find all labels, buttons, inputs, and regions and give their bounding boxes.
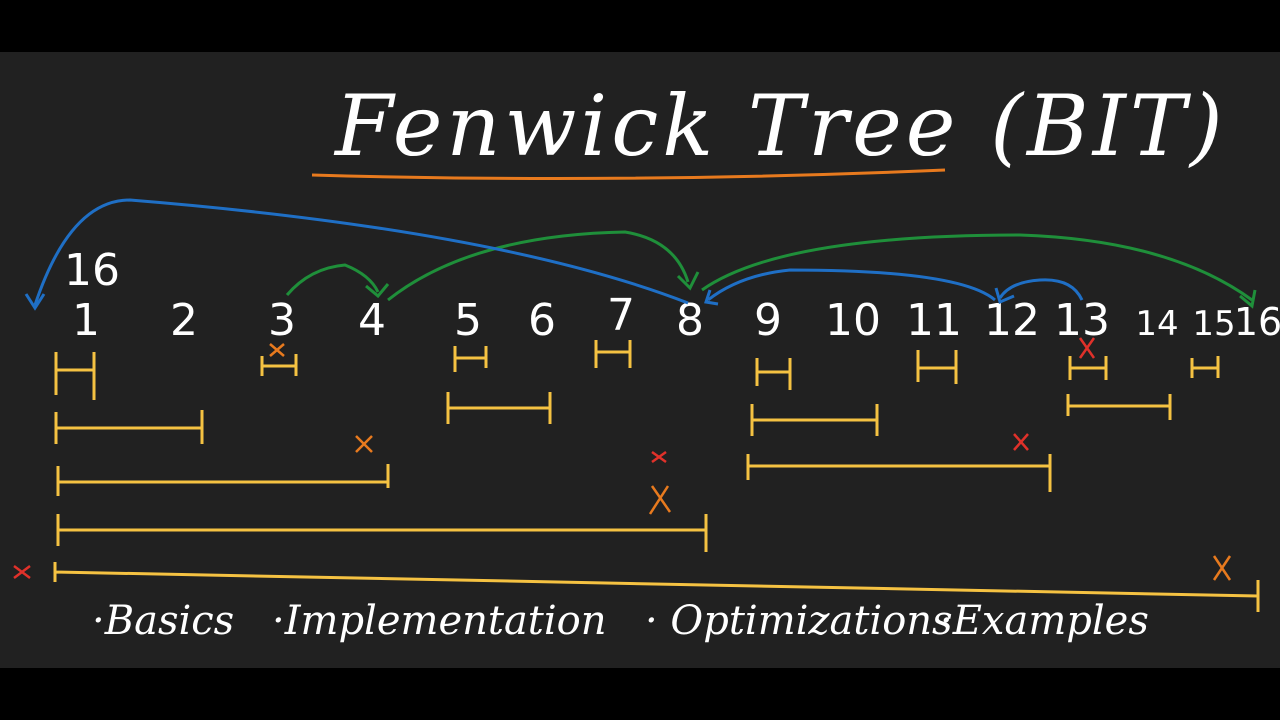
- green-arrowhead-4: [365, 283, 390, 299]
- topic-implementation: ·Implementation: [272, 598, 607, 644]
- range-9-12: [746, 454, 1052, 492]
- blue-arrowhead-12: [994, 287, 1015, 305]
- range-intervals: [53, 340, 1260, 612]
- topic-list: ·Basics ·Implementation · Optimizations …: [92, 598, 1149, 644]
- index-4: 4: [358, 295, 386, 346]
- index-12: 12: [984, 295, 1040, 346]
- crosses: [13, 337, 1232, 581]
- diagram-title: Fenwick Tree (BIT): [333, 77, 1227, 175]
- index-14: 14: [1135, 304, 1178, 344]
- index-3: 3: [268, 295, 296, 346]
- label-16: 16: [64, 245, 120, 296]
- range-11-11: [916, 350, 958, 384]
- range-1-4: [56, 464, 390, 496]
- topic-examples: ·Examples: [940, 598, 1149, 644]
- drawing-board: [0, 52, 1280, 668]
- index-9: 9: [754, 295, 782, 346]
- range-1-1: [54, 352, 96, 400]
- update-arrows: [285, 230, 1257, 309]
- range-13-13: [1068, 356, 1108, 380]
- range-5-6: [446, 392, 552, 424]
- green-arrow-8-to-16: [701, 233, 1253, 302]
- green-arrow-3-to-4: [285, 263, 380, 296]
- cross-red-8-small: [651, 450, 667, 464]
- blue-arrow-12-to-8: [707, 268, 996, 302]
- index-row: 1 2 3 4 5 6 7 8 9 10 11 12 13 14 15 16: [72, 290, 1280, 346]
- range-1-8: [56, 514, 708, 552]
- range-5-5: [453, 346, 488, 372]
- range-1-2: [54, 410, 204, 444]
- range-1-16: [53, 562, 1260, 612]
- cross-orange-4: [355, 435, 373, 453]
- range-3-3: [260, 354, 298, 376]
- cross-orange-8: [648, 485, 672, 515]
- green-arrow-4-to-8: [387, 230, 690, 302]
- index-2: 2: [170, 295, 198, 346]
- index-7: 7: [607, 290, 635, 341]
- cross-red-12: [1013, 433, 1029, 451]
- index-5: 5: [454, 295, 482, 346]
- range-9-10: [750, 404, 879, 436]
- index-11: 11: [906, 295, 962, 346]
- cross-red-13: [1078, 337, 1096, 359]
- index-16: 16: [1234, 300, 1280, 344]
- query-arrows: [24, 198, 1084, 311]
- blue-arrowhead-16: [24, 293, 46, 311]
- index-1: 1: [72, 295, 100, 346]
- index-8: 8: [676, 295, 704, 346]
- index-10: 10: [825, 295, 881, 346]
- topic-basics: ·Basics: [92, 598, 234, 644]
- range-9-9: [755, 358, 792, 390]
- range-7-7: [594, 340, 632, 368]
- index-15: 15: [1192, 304, 1235, 344]
- green-arrowhead-8: [676, 271, 700, 291]
- topic-optimizations: · Optimizations: [645, 598, 953, 644]
- cross-red-16: [13, 565, 31, 579]
- index-6: 6: [528, 295, 556, 346]
- blue-arrow-8-to-16: [33, 198, 689, 306]
- index-13: 13: [1054, 295, 1110, 346]
- green-arrowhead-16: [1239, 289, 1257, 309]
- title-underline: [311, 168, 946, 181]
- range-13-14: [1066, 394, 1172, 420]
- blue-arrowhead-8: [704, 289, 719, 306]
- blue-arrow-13-to-12: [998, 278, 1084, 301]
- cross-orange-16: [1212, 555, 1232, 581]
- cross-orange-3: [269, 343, 285, 357]
- range-15-15: [1190, 356, 1220, 378]
